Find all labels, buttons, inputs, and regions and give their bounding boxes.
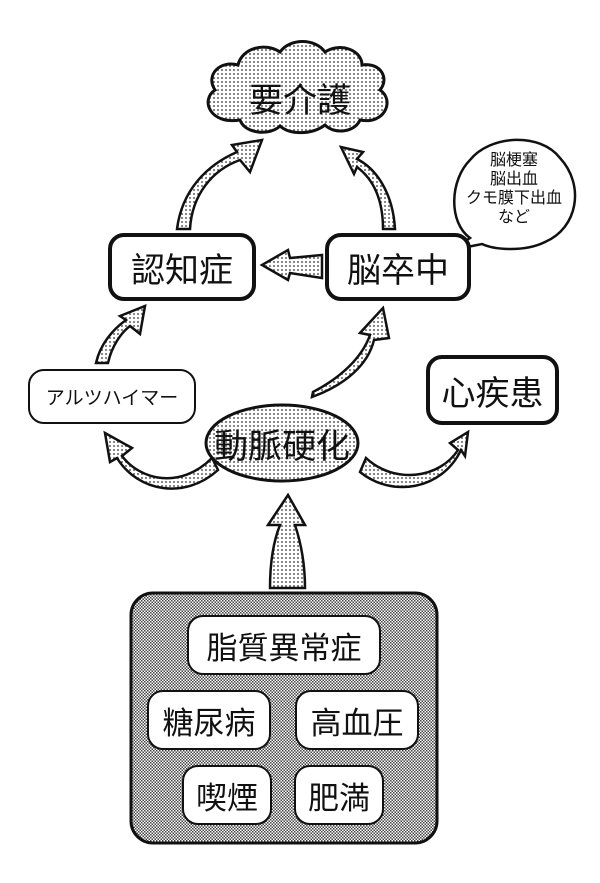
- heart-disease-label: 心疾患: [441, 373, 544, 414]
- arteriosclerosis-ellipse: [204, 403, 360, 483]
- risk-factor-label: 脂質異常症: [206, 630, 362, 667]
- alzheimer-box: [28, 369, 196, 424]
- stroke-note-line: など: [497, 207, 530, 226]
- care-needed-cloud: [206, 40, 389, 135]
- risk-factor-label: 肥満: [308, 780, 370, 817]
- stroke-box: [325, 233, 471, 301]
- dementia-box: [108, 233, 256, 301]
- arrow-stroke-to-care: [338, 145, 397, 231]
- risk-factor-label: 高血圧: [310, 705, 404, 742]
- stroke-note-line: クモ膜下出血: [465, 188, 562, 207]
- risk-factor-obesity: [294, 765, 384, 825]
- risk-factor-label: 糖尿病: [162, 705, 256, 742]
- stroke-note-line: 脳出血: [489, 169, 538, 188]
- dementia-label: 認知症: [131, 250, 233, 291]
- stroke-note: 脳梗塞 脳出血 クモ膜下出血 など: [450, 150, 578, 226]
- risk-factor-dyslipidemia: [187, 615, 381, 675]
- heart-disease-box: [426, 355, 559, 425]
- arteriosclerosis-label: 動脈硬化: [214, 426, 350, 467]
- risk-factor-label: 喫煙: [196, 780, 258, 817]
- risk-factor-smoking: [182, 765, 272, 825]
- risk-factor-diabetes: [147, 690, 271, 750]
- arrow-arteriosclerosis-to-stroke: [310, 305, 391, 399]
- stroke-note-line: 脳梗塞: [489, 150, 538, 169]
- care-needed-label: 要介護: [249, 80, 351, 121]
- arrow-arteriosclerosis-to-alzheimer: [103, 430, 220, 490]
- alzheimer-label: アルツハイマー: [45, 387, 179, 409]
- arrow-dementia-to-care: [175, 138, 264, 231]
- risk-factor-hypertension: [295, 690, 419, 750]
- stroke-label: 脳卒中: [347, 250, 449, 291]
- arrow-stroke-to-dementia: [259, 248, 324, 282]
- arrow-risk-to-arteriosclerosis: [265, 492, 308, 590]
- arrow-alzheimer-to-dementia: [94, 304, 147, 365]
- stroke-note-bubble: [451, 138, 577, 252]
- arrow-arteriosclerosis-to-heart: [358, 429, 470, 489]
